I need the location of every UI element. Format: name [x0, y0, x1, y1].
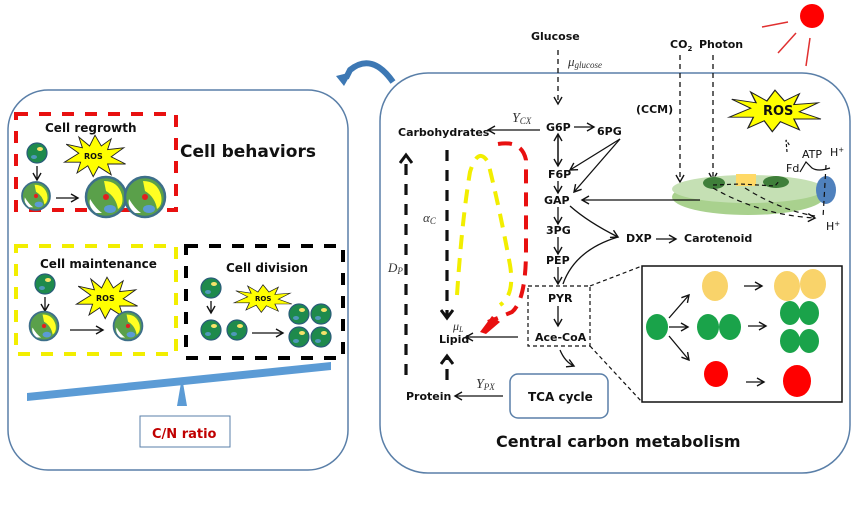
cell-maintenance-box [14, 244, 178, 356]
carotenoid-label: Carotenoid [684, 232, 752, 245]
lipid-label: Lipid [439, 333, 469, 346]
green-cell-icon [719, 314, 741, 340]
dp-label: DP [387, 260, 403, 276]
cell-icon [34, 273, 56, 295]
cell-icon [310, 303, 332, 325]
cn-ratio-box [139, 415, 231, 448]
enlarged-cell-icon [123, 175, 167, 219]
balance-beam [27, 362, 331, 401]
cell-icon [226, 319, 248, 341]
cell-icon [200, 319, 222, 341]
gap-label: GAP [544, 194, 570, 207]
stressed-cell-icon [28, 310, 60, 342]
cell-icon [26, 142, 48, 164]
ycx-label: YCX [512, 111, 532, 126]
dxp-label: DXP [626, 232, 652, 245]
cycle-arrow-icon [343, 60, 396, 84]
h-plus-bottom-label: H+ [826, 220, 840, 233]
yellow-cell-icon [774, 271, 800, 301]
atp-synthase-icon [816, 176, 836, 204]
cell-icon [112, 310, 144, 342]
red-cell-icon [783, 365, 811, 397]
cell-icon [310, 326, 332, 348]
pyr-label: PYR [548, 292, 573, 305]
green-cell-icon [646, 314, 668, 340]
3pg-label: 3PG [546, 224, 571, 237]
fd-label: Fd [786, 162, 799, 175]
central-carbon-metabolism-panel: Central carbon metabolism Glucose μgluco… [379, 4, 851, 474]
glucose-label: Glucose [531, 30, 580, 43]
stressed-cell-icon [21, 181, 51, 211]
cell-icon [288, 303, 310, 325]
pep-label: PEP [546, 254, 570, 267]
cell-regrowth-box [14, 112, 178, 212]
ros-label: ROS [763, 104, 793, 119]
carbohydrates-label: Carbohydrates [398, 126, 490, 139]
mu-l-label: μL [452, 319, 464, 334]
cell-division-label: Cell division [226, 261, 308, 275]
cell-behaviors-panel: Cell behaviors Cell regrowth ROS Cell ma… [7, 89, 349, 471]
alpha-c-label: αC [423, 210, 437, 226]
cell-division-box [184, 244, 345, 360]
yellow-cell-icon [702, 271, 728, 301]
cn-ratio-label: C/N ratio [152, 427, 217, 442]
photon-label: Photon [699, 38, 743, 51]
cell-maintenance-label: Cell maintenance [40, 257, 157, 271]
green-cell-icon [697, 314, 719, 340]
cell-behaviors-title: Cell behaviors [180, 142, 316, 162]
cell-icon [288, 326, 310, 348]
ccm-label: (CCM) [636, 103, 673, 116]
cell-icon [200, 277, 222, 299]
ypx-label: YPX [476, 377, 495, 392]
6pg-label: 6PG [597, 125, 622, 138]
ros-label: ROS [96, 294, 115, 303]
f6p-label: F6P [548, 168, 571, 181]
regrowth-flux-curve [487, 141, 528, 324]
enlarged-cell-icon [84, 175, 128, 219]
tca-cycle-box [509, 373, 609, 419]
central-carbon-metabolism-title: Central carbon metabolism [496, 432, 741, 451]
sun-icon [800, 4, 824, 28]
red-cell-icon [704, 361, 728, 387]
yellow-cell-icon [800, 269, 826, 299]
green-cell-icon [799, 301, 819, 325]
atp-label: ATP [802, 148, 822, 161]
balance-fulcrum [177, 377, 187, 406]
green-cell-icon [780, 329, 800, 353]
mu-glucose-label: μglucose [567, 54, 602, 70]
maintenance-flux-curve [455, 153, 514, 307]
cell-regrowth-label: Cell regrowth [45, 121, 137, 135]
protein-label: Protein [406, 390, 451, 403]
g6p-label: G6P [546, 121, 571, 134]
cycle-arrow-head [336, 72, 352, 86]
ace-coa-label: Ace-CoA [535, 331, 587, 344]
ros-label: ROS [84, 152, 103, 161]
green-cell-icon [780, 301, 800, 325]
co2-label: CO2 [670, 38, 692, 53]
green-cell-icon [799, 329, 819, 353]
ros-label: ROS [255, 295, 271, 303]
tca-cycle-label: TCA cycle [528, 390, 593, 404]
pyr-acecoa-highlight-box [527, 285, 591, 347]
h-plus-top-label: H+ [830, 146, 844, 159]
